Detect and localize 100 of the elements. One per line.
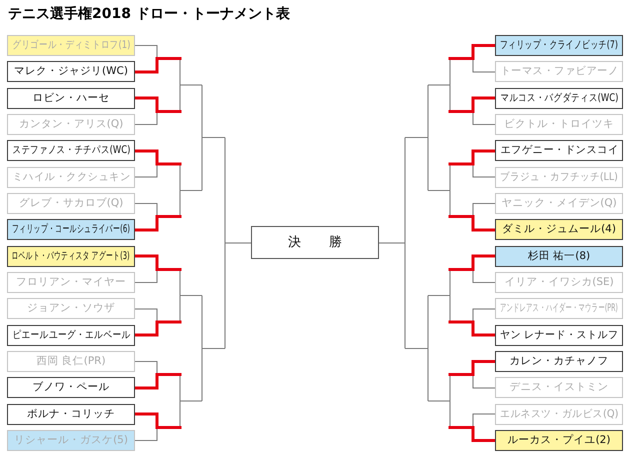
player-box xyxy=(495,298,623,320)
bracket-line xyxy=(156,162,182,166)
player-box xyxy=(7,350,135,372)
player-box xyxy=(7,404,135,425)
player-box xyxy=(495,377,623,398)
bracket-line xyxy=(134,215,158,232)
player-name: 西岡 良仁(PR) xyxy=(36,354,106,368)
bracket-line xyxy=(134,110,158,125)
player-box xyxy=(7,192,135,214)
bracket-line xyxy=(180,163,202,218)
player-box xyxy=(495,114,623,135)
player-name: 杉田 祐一(8) xyxy=(528,250,590,263)
bracket-line xyxy=(472,414,496,428)
bracket-line xyxy=(180,268,202,322)
bracket-line xyxy=(448,268,474,271)
player-box xyxy=(7,166,135,188)
bracket-line xyxy=(472,374,496,388)
bracket-line xyxy=(448,426,474,429)
player-box xyxy=(495,430,623,451)
player-box xyxy=(495,324,623,346)
player-box xyxy=(7,272,135,293)
player-name: ダミル・ジュムール(4) xyxy=(502,223,616,236)
bracket-line xyxy=(134,308,158,322)
bracket-line xyxy=(448,57,474,60)
player-name: ボルナ・コリッチ xyxy=(27,408,115,421)
player-box xyxy=(7,324,135,346)
bracket-line xyxy=(404,84,428,191)
player-name: フィリップ・コールシュライバー(6) xyxy=(12,223,130,236)
bracket-line xyxy=(134,426,158,441)
player-name: カレン・カチャノフ xyxy=(510,354,608,368)
player-name: ロベルト・バウティスタ アグート(3) xyxy=(12,250,130,263)
player-name: ルーカス・プイユ(2) xyxy=(508,434,610,447)
bracket-line xyxy=(134,373,158,390)
bracket-line xyxy=(134,163,158,178)
player-name: グリゴール・ディミトロフ(1) xyxy=(12,39,130,52)
bracket-line xyxy=(472,163,496,178)
final-label: 決 勝 xyxy=(288,234,342,251)
player-box xyxy=(495,404,623,425)
bracket-line xyxy=(134,96,158,113)
player-name: フィリップ・クライノビッチ(7) xyxy=(500,39,618,52)
bracket-line xyxy=(156,215,182,218)
player-name: ブラジュ・カフチッチ(LL) xyxy=(500,170,618,184)
bracket-line xyxy=(202,84,226,191)
player-name: ブノワ・ペール xyxy=(32,381,110,394)
bracket-line xyxy=(134,57,158,74)
player-box xyxy=(7,35,135,56)
bracket-line xyxy=(448,373,474,376)
player-box xyxy=(7,377,135,398)
player-box xyxy=(495,140,623,162)
bracket-line xyxy=(472,149,496,166)
bracket-line xyxy=(180,58,202,112)
player-box xyxy=(7,88,135,109)
player-name: エフゲニー・ドンスコイ xyxy=(500,144,618,158)
bracket-line xyxy=(156,320,182,324)
player-box xyxy=(495,61,623,82)
bracket-line xyxy=(448,215,474,218)
player-name: カンタン・アリス(Q) xyxy=(18,118,124,131)
bracket-line xyxy=(472,268,496,283)
final-box xyxy=(251,226,379,260)
player-box xyxy=(495,88,623,109)
player-box xyxy=(7,114,135,135)
player-box xyxy=(7,430,135,451)
player-name: フロリアン・マイヤー xyxy=(16,276,126,289)
player-box xyxy=(495,350,623,372)
player-name: マレク・ジャジリ(WC) xyxy=(14,65,128,78)
player-name: ロビン・ハーセ xyxy=(32,92,110,105)
bracket-line xyxy=(472,254,496,271)
bracket-line xyxy=(448,162,474,166)
bracket-line xyxy=(156,426,182,429)
player-name: リシャール・ガスケ(5) xyxy=(14,434,128,447)
bracket-line xyxy=(134,412,158,429)
bracket-line xyxy=(134,45,158,60)
bracket-line xyxy=(378,137,406,349)
bracket-line xyxy=(134,254,158,271)
bracket-line xyxy=(428,58,450,112)
bracket-line xyxy=(156,373,182,376)
player-box xyxy=(495,272,623,293)
bracket-line xyxy=(472,58,496,72)
player-box xyxy=(7,140,135,162)
bracket-line xyxy=(202,295,226,402)
bracket-line xyxy=(472,215,496,232)
player-name: ミハイル・ククシュキン xyxy=(12,170,130,184)
bracket-line xyxy=(134,149,158,166)
bracket-line xyxy=(180,374,202,428)
player-name: トーマス・ファビアーノ xyxy=(500,65,618,78)
player-name: エルネスツ・ガルビス(Q) xyxy=(500,408,618,421)
bracket-line xyxy=(156,268,182,271)
player-box xyxy=(495,219,623,240)
player-box xyxy=(7,61,135,82)
bracket-line xyxy=(472,110,496,125)
bracket-line xyxy=(428,163,450,218)
bracket-line xyxy=(134,360,158,376)
title: テニス選手権2018 ドロー・トーナメント表 xyxy=(8,5,290,23)
bracket-line xyxy=(224,137,252,349)
bracket-line xyxy=(448,110,474,113)
player-name: アンドレアス・ハイダー・マウラー(PR) xyxy=(500,302,618,316)
player-name: ヤン レナード・ストルフ xyxy=(500,328,618,342)
player-box xyxy=(7,298,135,320)
player-box xyxy=(7,219,135,240)
player-name: ビクトル・トロイツキ xyxy=(504,118,614,131)
